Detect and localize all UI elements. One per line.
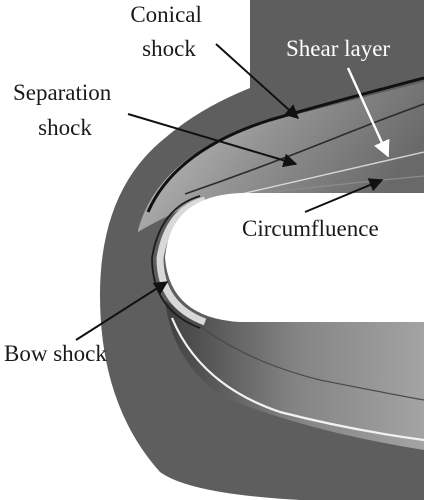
shear-layer-label: Shear layer <box>286 36 390 61</box>
bow-shock-arrow <box>75 281 169 341</box>
separation-shock-label: Separation shock <box>13 80 117 140</box>
circumfluence-arrow <box>304 178 384 213</box>
bow-shock-layer <box>156 196 207 326</box>
lower-shock-line-2 <box>189 317 424 401</box>
conical-shock-line <box>146 76 424 213</box>
separation-shock-label-line1: Separation <box>13 80 112 105</box>
conical-shock-arrow <box>215 43 300 119</box>
upper-shock-layer <box>138 82 424 232</box>
bow-shock-label: Bow shock <box>4 341 107 366</box>
circumfluence-label: Circumfluence <box>242 216 379 241</box>
separation-shock-label-line2: shock <box>38 115 92 140</box>
blunt-body <box>165 193 424 322</box>
conical-shock-label: Conical shock <box>130 2 207 61</box>
conical-shock-label-line1: Conical <box>130 2 202 27</box>
separation-shock-line <box>184 103 424 195</box>
bow-shock-line <box>151 195 201 329</box>
shear-layer-arrow <box>346 67 390 158</box>
conical-shock-label-line2: shock <box>142 36 196 61</box>
lower-shock-line <box>170 317 424 442</box>
lower-shock-layer <box>165 300 424 450</box>
separation-shock-arrow <box>127 113 298 168</box>
